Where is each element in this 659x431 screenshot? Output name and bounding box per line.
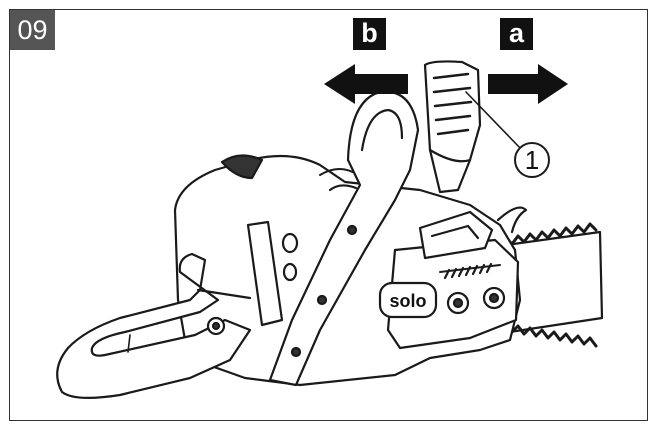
figure-frame (9, 9, 648, 421)
callout-leader-line (465, 91, 523, 151)
direction-b-badge: b (353, 18, 386, 50)
arrow-right-icon (488, 64, 568, 104)
side-cover (378, 210, 520, 350)
chain-brake-lever (423, 60, 482, 194)
arrow-left-icon (324, 64, 408, 104)
front-handle (268, 90, 420, 387)
step-number-badge: 09 (10, 10, 55, 50)
rear-handle (56, 252, 252, 399)
brand-logo-text: solo (389, 291, 426, 311)
callout-1-label: 1 (525, 145, 539, 175)
direction-a-badge: a (500, 18, 533, 50)
callout-1-circle (514, 142, 550, 178)
